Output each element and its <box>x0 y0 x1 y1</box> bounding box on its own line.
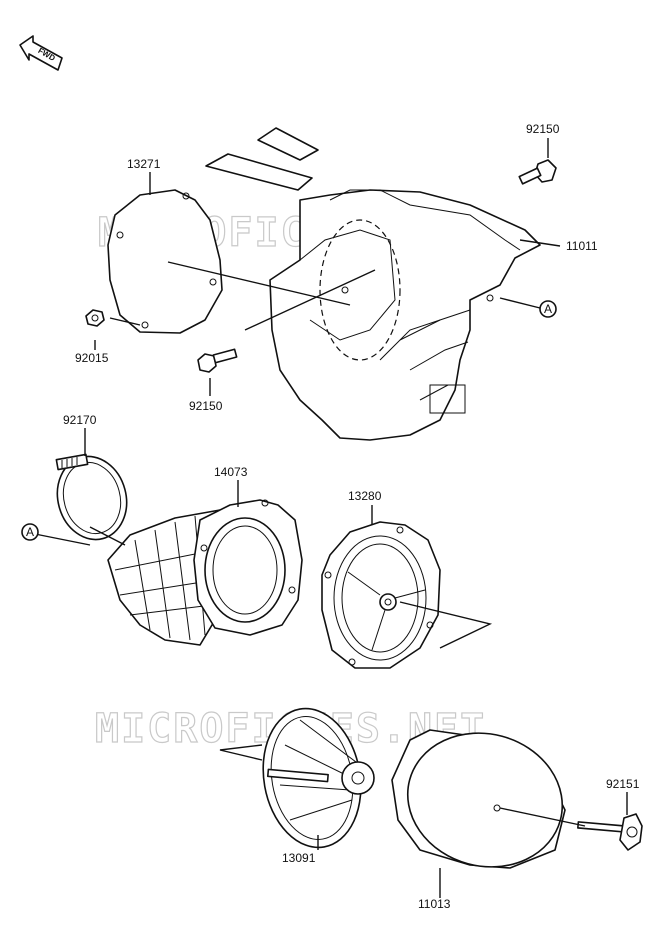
label-14073: 14073 <box>214 465 248 479</box>
fwd-arrow-icon: FWD <box>19 35 63 71</box>
frame-13091 <box>262 707 375 849</box>
label-13271: 13271 <box>127 157 161 171</box>
bolt-92150-top <box>518 159 557 185</box>
ref-a-left <box>21 523 39 541</box>
gasket-13271 <box>107 189 223 334</box>
ref-a-top <box>539 300 557 318</box>
bolt-92150-bottom <box>197 348 238 373</box>
filter-element-11013 <box>391 729 566 869</box>
leader-lines <box>29 138 628 898</box>
clamp-92170 <box>55 453 128 541</box>
air-box-11011 <box>205 127 541 441</box>
wing-bolt-92151 <box>577 813 643 851</box>
label-13280: 13280 <box>348 489 382 503</box>
nut-92015 <box>85 309 105 327</box>
label-11013: 11013 <box>418 897 451 911</box>
label-13091: 13091 <box>282 851 316 865</box>
label-11011: 11011 <box>566 239 598 253</box>
label-92150-bottom: 92150 <box>189 399 223 413</box>
holder-13280 <box>321 521 441 669</box>
boot-14073 <box>107 499 303 646</box>
label-a-top: A <box>544 302 552 316</box>
label-92170: 92170 <box>63 413 97 427</box>
label-a-left: A <box>26 525 34 539</box>
label-92015: 92015 <box>75 351 109 365</box>
label-92151: 92151 <box>606 777 640 791</box>
label-92150-top: 92150 <box>526 122 560 136</box>
